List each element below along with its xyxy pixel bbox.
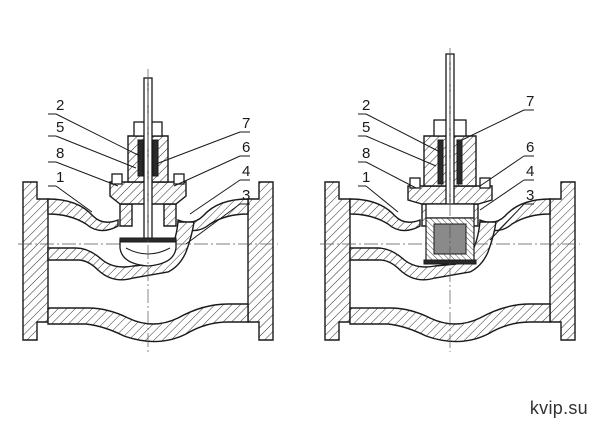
right-packing-l bbox=[437, 139, 444, 185]
right-leaders bbox=[358, 109, 534, 241]
right-label-1: 1 bbox=[362, 169, 370, 186]
right-label-3: 3 bbox=[526, 187, 534, 204]
left-valve-drawing: 2 5 8 1 7 6 4 3 bbox=[17, 69, 279, 352]
left-label-6: 6 bbox=[242, 139, 250, 156]
left-packing-r bbox=[152, 139, 159, 177]
left-label-1: 1 bbox=[56, 169, 64, 186]
left-label-5: 5 bbox=[56, 119, 64, 136]
right-label-6: 6 bbox=[526, 139, 534, 156]
right-seat-ring bbox=[423, 259, 477, 265]
right-label-8: 8 bbox=[362, 145, 370, 162]
left-label-3: 3 bbox=[242, 187, 250, 204]
left-label-7: 7 bbox=[242, 115, 250, 132]
left-bolt-left bbox=[111, 173, 123, 185]
right-label-4: 4 bbox=[526, 163, 534, 180]
left-label-2: 2 bbox=[56, 97, 64, 114]
right-bolt-left bbox=[409, 177, 421, 189]
watermark-text: kvip.su bbox=[529, 398, 588, 418]
right-label-2: 2 bbox=[362, 97, 370, 114]
left-leaders bbox=[48, 113, 250, 245]
right-label-7: 7 bbox=[526, 93, 534, 110]
right-label-5: 5 bbox=[362, 119, 370, 136]
left-label-8: 8 bbox=[56, 145, 64, 162]
left-label-4: 4 bbox=[242, 163, 250, 180]
right-packing-r bbox=[456, 139, 463, 185]
right-valve-drawing: 2 5 8 1 7 6 4 3 bbox=[319, 48, 581, 352]
left-packing-l bbox=[137, 139, 144, 177]
